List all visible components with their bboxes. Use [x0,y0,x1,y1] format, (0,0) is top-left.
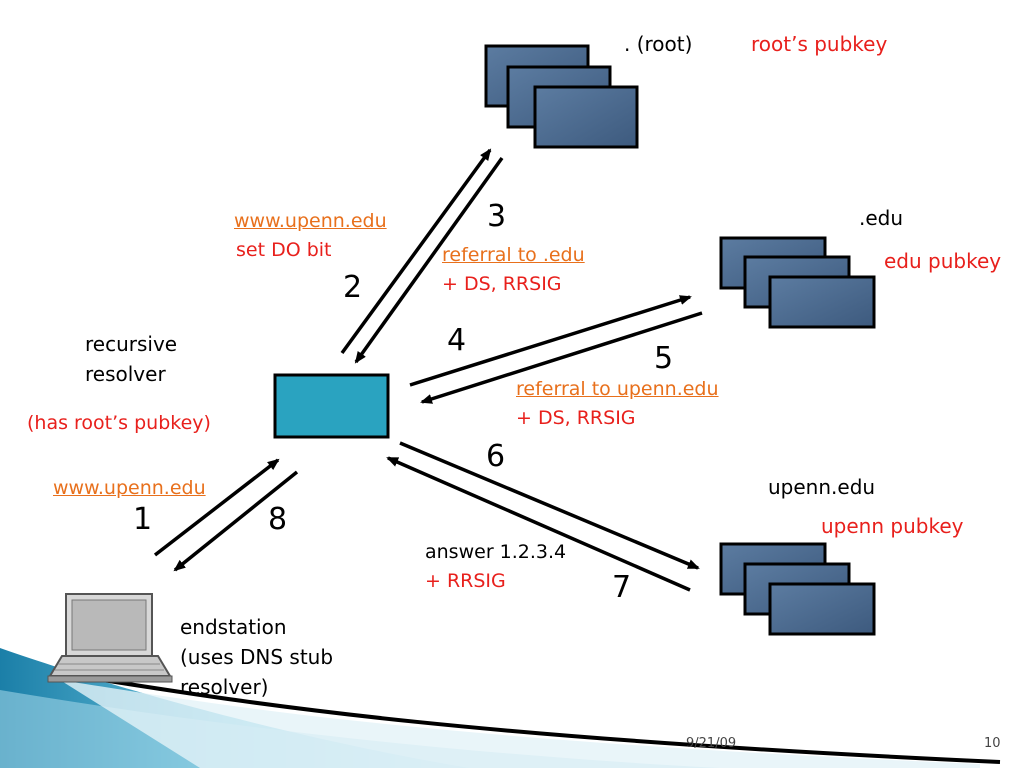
decorative-swoosh [0,648,1001,768]
answer-text: answer 1.2.3.4 [425,541,567,563]
arrow-2-query-root [340,148,492,355]
arrow-5-referral-upenn [420,311,703,404]
arrow-4-query-edu [409,295,692,387]
resolver-label-line2: resolver [85,362,166,386]
step-number-1: 1 [133,502,153,537]
root-pubkey-label: root’s pubkey [751,32,888,56]
root-server-label: . (root) [624,32,693,56]
arrow-7-answer [386,456,691,592]
edu-pubkey-label: edu pubkey [884,249,1002,273]
root-query-link[interactable]: www.upenn.edu [234,210,387,232]
edu-server-stack [719,236,876,329]
root-query-flag: set DO bit [236,239,332,261]
step-number-4: 4 [447,323,467,358]
referral-upenn-signature: + DS, RRSIG [516,407,636,429]
answer-signature: + RRSIG [425,570,506,592]
footer-page-number: 10 [984,736,1001,751]
step-number-6: 6 [486,439,506,474]
arrow-1-stub-query [153,458,280,557]
step-number-8: 8 [268,502,288,537]
stub-query-link[interactable]: www.upenn.edu [53,477,206,499]
edu-server-label: .edu [859,206,904,230]
endstation-label-line1: endstation [180,615,287,639]
laptop-icon [47,593,173,683]
arrow-8-answer-to-stub [173,470,299,572]
referral-edu-link[interactable]: referral to .edu [442,244,585,266]
root-server-stack [484,44,639,149]
recursive-resolver-box [273,373,390,439]
arrow-3-referral-edu [354,156,504,364]
step-number-7: 7 [612,570,632,605]
resolver-label-line1: recursive [85,332,178,356]
resolver-has-root-key-note: (has root’s pubkey) [27,412,211,434]
endstation-label-line3: resolver) [180,675,269,699]
endstation-label-line2: (uses DNS stub [180,645,334,669]
step-number-2: 2 [343,270,363,305]
referral-upenn-link[interactable]: referral to upenn.edu [516,378,719,400]
footer-date: 9/21/09 [686,736,737,751]
upenn-pubkey-label: upenn pubkey [821,514,964,538]
upenn-server-label: upenn.edu [768,475,876,499]
step-number-3: 3 [487,199,507,234]
arrow-6-query-upenn [399,441,700,570]
referral-edu-signature: + DS, RRSIG [442,273,562,295]
upenn-server-stack [719,542,876,636]
message-arrows [153,148,703,592]
step-number-5: 5 [654,341,674,376]
